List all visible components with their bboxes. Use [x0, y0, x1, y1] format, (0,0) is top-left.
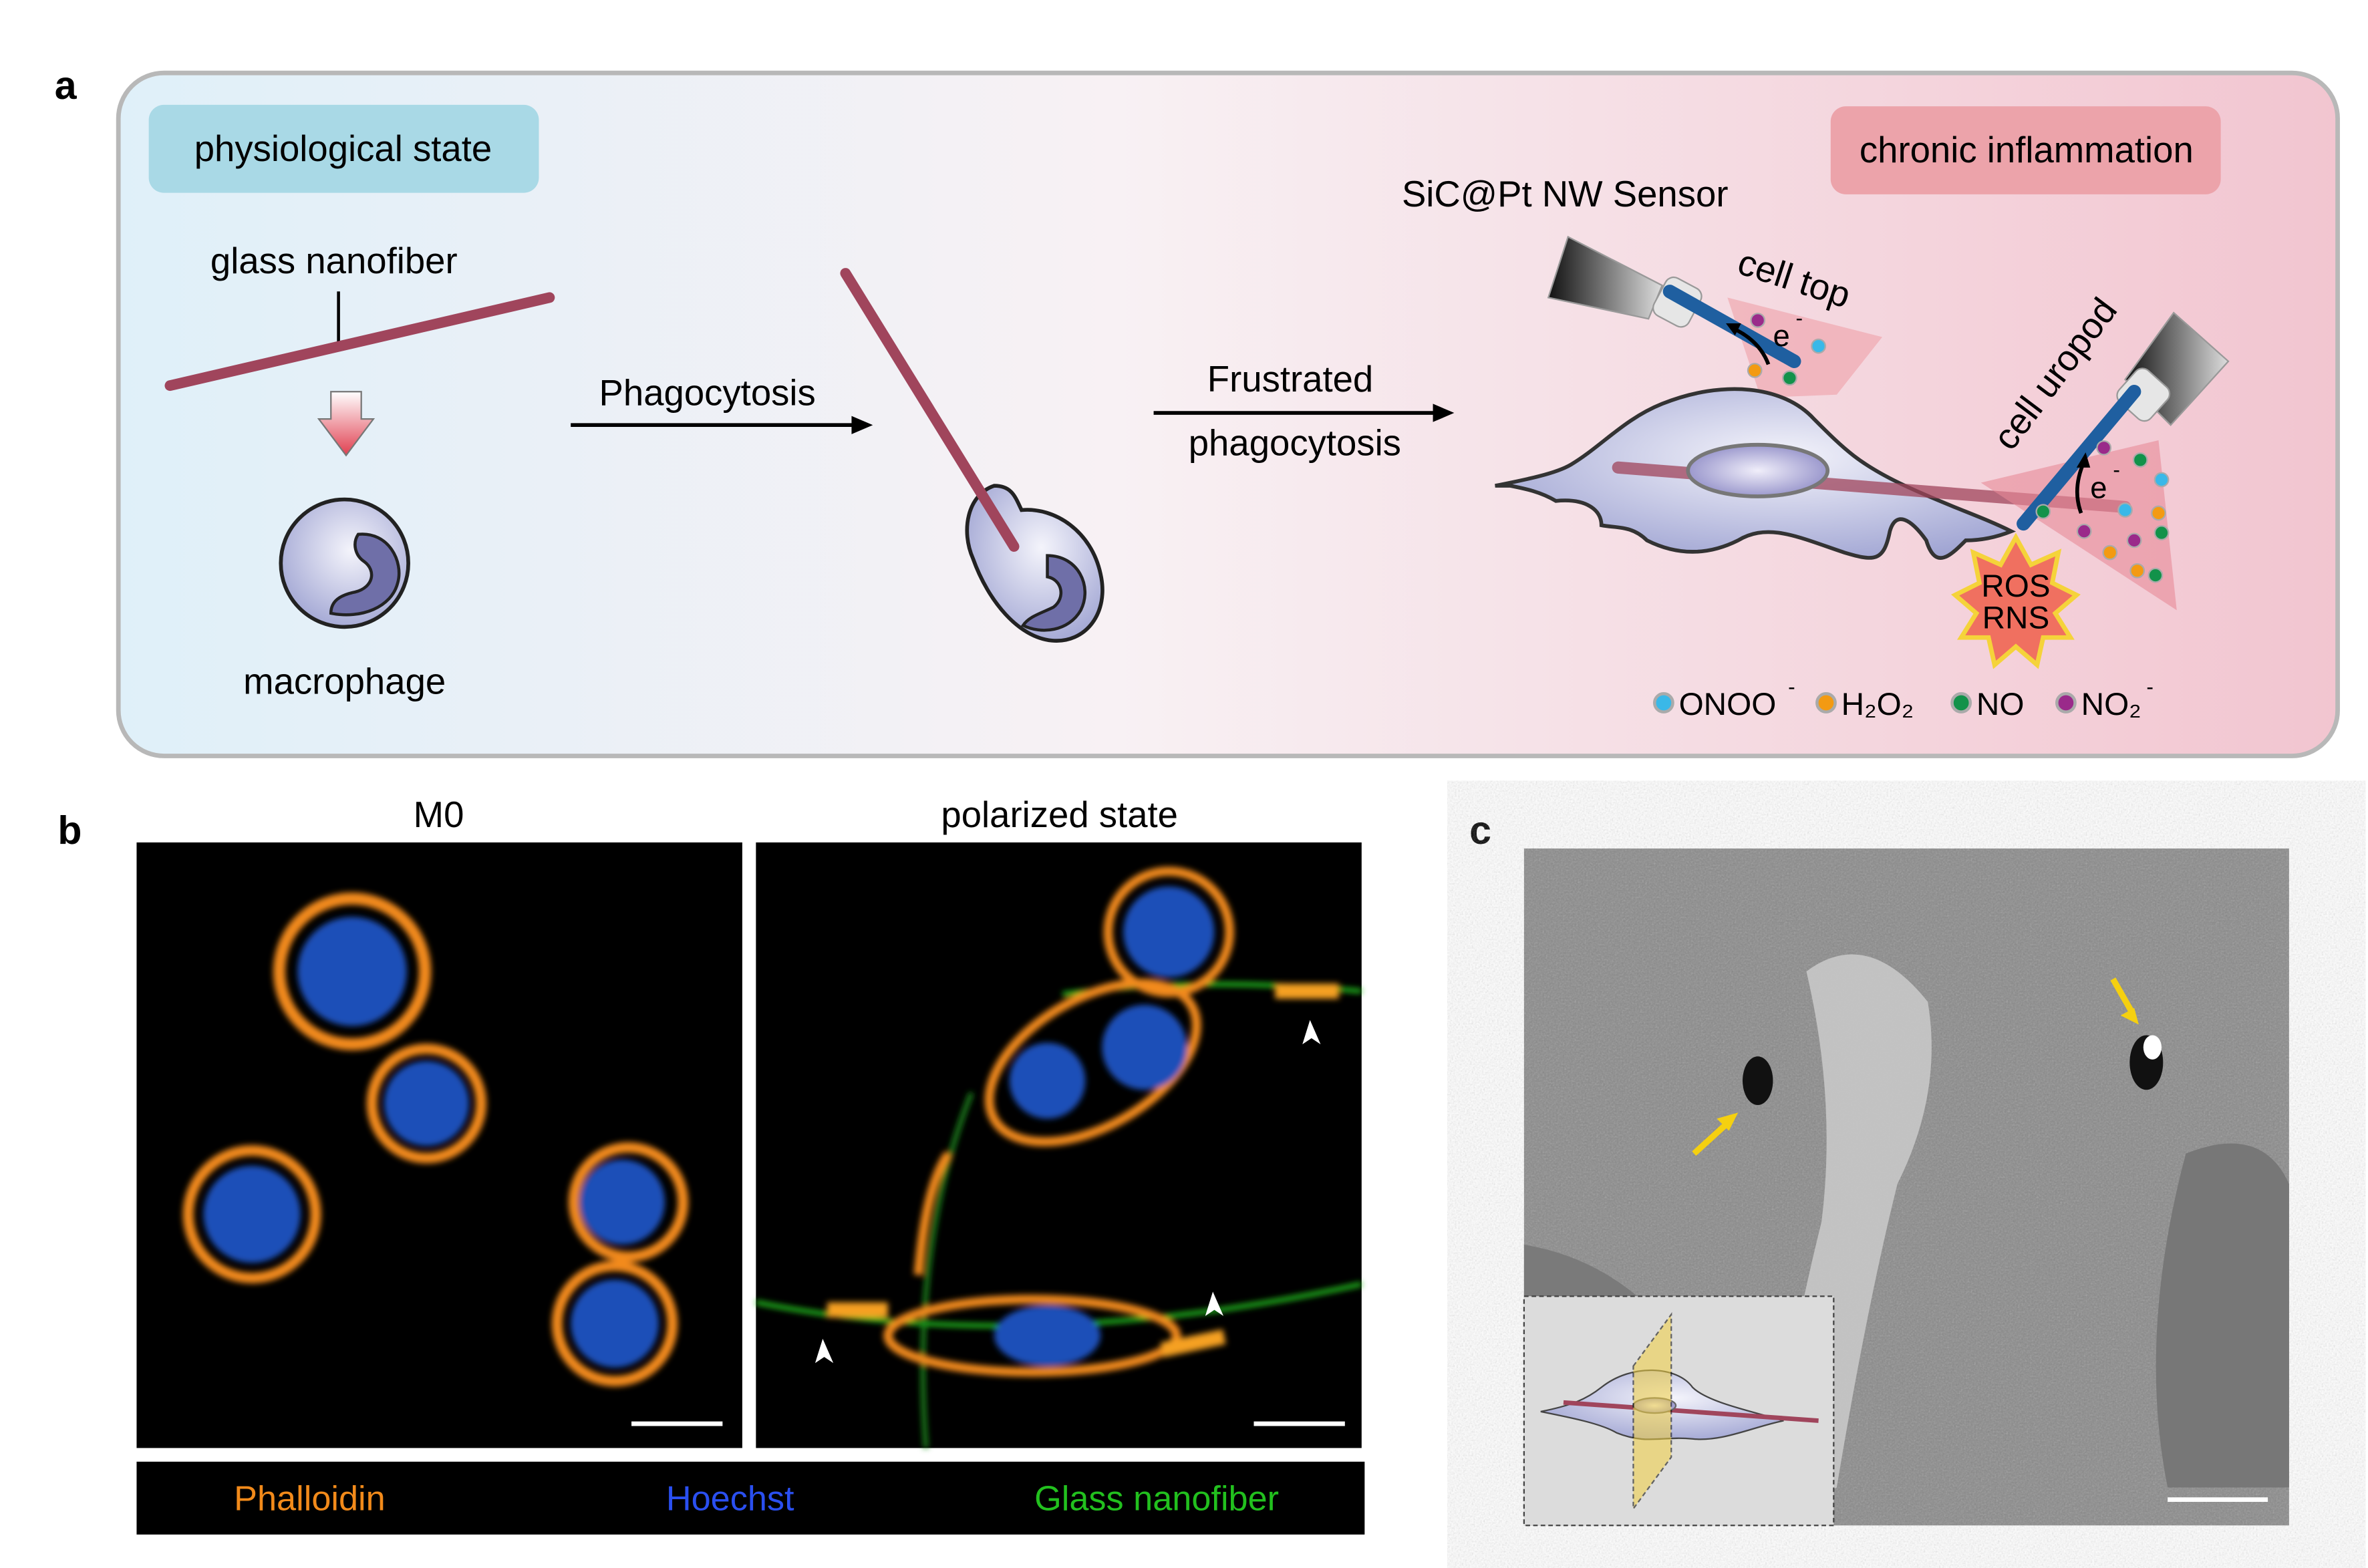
- physiological-state-label: physiological state: [194, 128, 492, 169]
- electron-sup: -: [1796, 305, 1803, 329]
- electron-label: e: [1773, 319, 1789, 353]
- electron-transfer-top: e -: [1726, 305, 1803, 365]
- electron-transfer-uropod: e -: [2075, 452, 2120, 514]
- legend-sup: -: [1788, 674, 1795, 698]
- legend-item-no: NO: [1950, 687, 2025, 722]
- phagocytosis-label: Phagocytosis: [599, 373, 816, 414]
- glass-nanofiber: [164, 292, 555, 391]
- arrowhead-icon: [815, 1338, 834, 1364]
- tem-inset-schematic: [1523, 1295, 1835, 1527]
- rns-label: RNS: [1982, 601, 2050, 636]
- electron-label: e: [2090, 470, 2107, 504]
- electron-sup: -: [2113, 457, 2120, 481]
- panel-c-letter: c: [1469, 808, 1491, 852]
- macrophage-icon: [279, 497, 410, 629]
- legend-label: NO: [1976, 687, 2025, 722]
- glass-nanofiber-label: glass nanofiber: [210, 241, 458, 281]
- panel-b-letter: b: [57, 808, 82, 852]
- phagocytosis-arrow: [571, 416, 873, 434]
- ros-label: ROS: [1981, 569, 2050, 604]
- channel-legend: Phalloidin Hoechst Glass nanofiber: [136, 1461, 1365, 1535]
- down-arrow-icon: [317, 391, 376, 457]
- m0-fluorescence-image: [136, 842, 742, 1448]
- ros-rns-burst-icon: ROS RNS: [1950, 532, 2081, 669]
- frustrated-label: Frustrated: [1207, 359, 1373, 400]
- sensor-probe-uropod: [2017, 311, 2230, 531]
- legend-hoechst: Hoechst: [666, 1480, 794, 1519]
- legend-item-no2: NO₂ -: [2055, 674, 2154, 722]
- arrowhead-icon: [1302, 1020, 1321, 1045]
- legend-label: ONOO: [1679, 687, 1777, 722]
- legend-glass-nanofiber: Glass nanofiber: [1034, 1480, 1279, 1519]
- glass-nanofiber-engulfed: [840, 268, 1020, 552]
- chronic-inflammation-badge: [1830, 106, 2221, 194]
- sensor-label: SiC@Pt NW Sensor: [1402, 174, 1729, 214]
- chronic-inflammation-label: chronic inflammation: [1860, 130, 2194, 170]
- m0-title: M0: [414, 794, 464, 835]
- yellow-arrow-icon: [2110, 977, 2134, 1013]
- molecule-dots: [1747, 313, 2170, 583]
- cell-uropod-sensing-zone: [1980, 440, 2177, 611]
- cell-nucleus: [1686, 442, 1830, 498]
- legend-item-onoo: ONOO -: [1652, 674, 1795, 722]
- legend-phalloidin: Phalloidin: [234, 1480, 386, 1519]
- polarized-state-title: polarized state: [941, 794, 1178, 835]
- nanofiber-cross-section: [1743, 1056, 1773, 1105]
- legend-item-h2o2: H₂O₂: [1815, 687, 1914, 722]
- sensor-probe-top: [1547, 235, 1801, 369]
- legend-label: H₂O₂: [1841, 687, 1914, 722]
- panel-a-letter: a: [55, 63, 78, 108]
- macrophage-label: macrophage: [243, 661, 446, 701]
- molecule-legend: ONOO - H₂O₂ NO NO₂ -: [1652, 674, 2154, 722]
- legend-sup: -: [2146, 674, 2154, 698]
- polarized-fluorescence-image: [755, 842, 1362, 1448]
- frustrated-phagocytosis-arrow: [1153, 404, 1455, 422]
- arrowhead-icon: [1205, 1291, 1224, 1316]
- physiological-state-badge: [148, 104, 539, 193]
- yellow-arrow-icon: [1692, 1120, 1730, 1156]
- legend-label: NO₂: [2081, 687, 2141, 722]
- cell-top-sensing-zone: [1727, 297, 1883, 398]
- phagocytosis-label-2: phagocytosis: [1189, 423, 1401, 464]
